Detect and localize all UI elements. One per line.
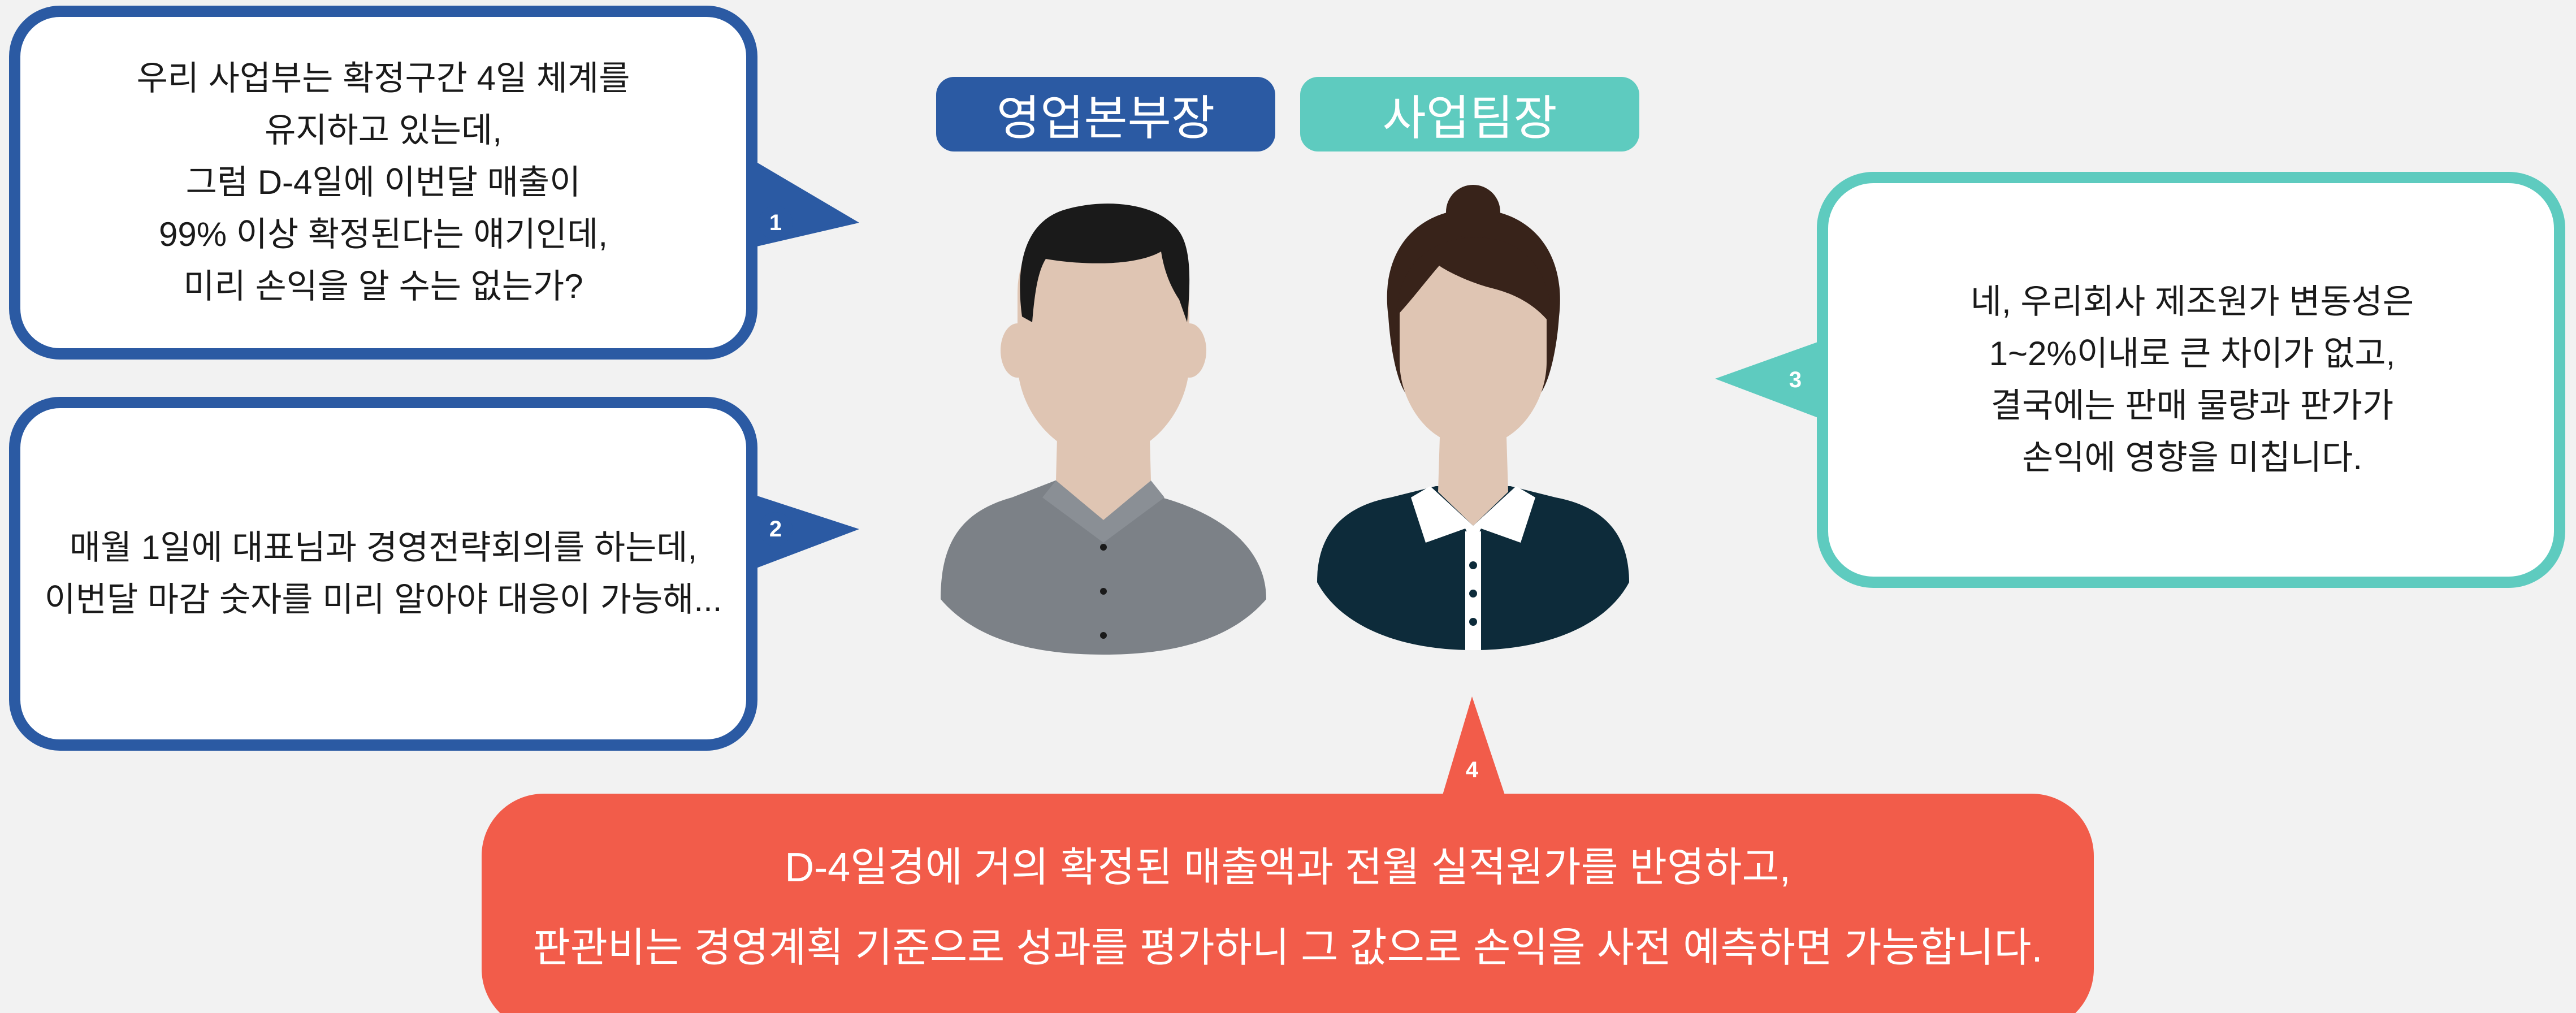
bubble-3-line: 1~2%이내로 큰 차이가 없고, bbox=[1989, 335, 2396, 373]
bubble-1-line: 미리 손익을 알 수는 없는가? bbox=[183, 267, 583, 305]
bubble-4-line: 판관비는 경영계획 기준으로 성과를 평가하니 그 값으로 손익을 사전 예측하… bbox=[532, 925, 2043, 971]
bubble-1-line: 유지하고 있는데, bbox=[265, 111, 502, 149]
bubble-1-text: 우리 사업부는 확정구간 4일 체계를 유지하고 있는데, 그럼 D-4일에 이… bbox=[28, 23, 738, 343]
bubble-3-text: 네, 우리회사 제조원가 변동성은 1~2%이내로 큰 차이가 없고, 결국에는… bbox=[1837, 189, 2547, 571]
bubble-2-text: 매월 1일에 대표님과 경영전략회의를 하는데, 이번달 마감 숫자를 미리 알… bbox=[23, 414, 744, 734]
bubble-4-text: D-4일경에 거의 확정된 매출액과 전월 실적원가를 반영하고, 판관비는 경… bbox=[482, 803, 2094, 1013]
bubble-2-line: 이번달 마감 숫자를 미리 알아야 대응이 가능해... bbox=[44, 581, 722, 618]
bubble-2-line: 매월 1일에 대표님과 경영전략회의를 하는데, bbox=[69, 529, 698, 566]
bubble-1-line: 99% 이상 확정된다는 얘기인데, bbox=[159, 215, 608, 253]
woman-avatar-icon bbox=[1317, 185, 1629, 650]
bubble-3-line: 결국에는 판매 물량과 판가가 bbox=[1990, 387, 2394, 425]
speech-bubble-2 bbox=[9, 397, 859, 751]
speech-pointer-3 bbox=[1715, 340, 1822, 419]
bubble-4-line: D-4일경에 거의 확정된 매출액과 전월 실적원가를 반영하고, bbox=[785, 845, 1791, 890]
badge-number-4: 4 bbox=[1465, 757, 1479, 782]
number-badge-4 bbox=[1455, 753, 1489, 787]
number-badge-3 bbox=[1778, 363, 1812, 397]
badge-number-2: 2 bbox=[769, 516, 782, 542]
role-label-sales-head: 영업본부장 bbox=[936, 77, 1275, 151]
man-avatar-icon bbox=[941, 204, 1266, 655]
bubble-3-line: 손익에 영향을 미칩니다. bbox=[2021, 439, 2362, 477]
badge-number-3: 3 bbox=[1789, 367, 1802, 392]
bubble-1-line: 우리 사업부는 확정구간 4일 체계를 bbox=[136, 59, 630, 97]
number-badge-2 bbox=[759, 512, 793, 546]
speech-bubble-4 bbox=[482, 696, 2094, 1013]
number-badge-1 bbox=[759, 206, 793, 240]
bubble-1-line: 그럼 D-4일에 이번달 매출이 bbox=[185, 163, 581, 201]
badge-number-1: 1 bbox=[769, 210, 782, 235]
speech-bubble-3 bbox=[1715, 172, 2565, 588]
speech-bubble-1 bbox=[9, 6, 859, 360]
bubble-3-line: 네, 우리회사 제조원가 변동성은 bbox=[1970, 283, 2414, 321]
role-label-team-leader: 사업팀장 bbox=[1300, 77, 1639, 151]
